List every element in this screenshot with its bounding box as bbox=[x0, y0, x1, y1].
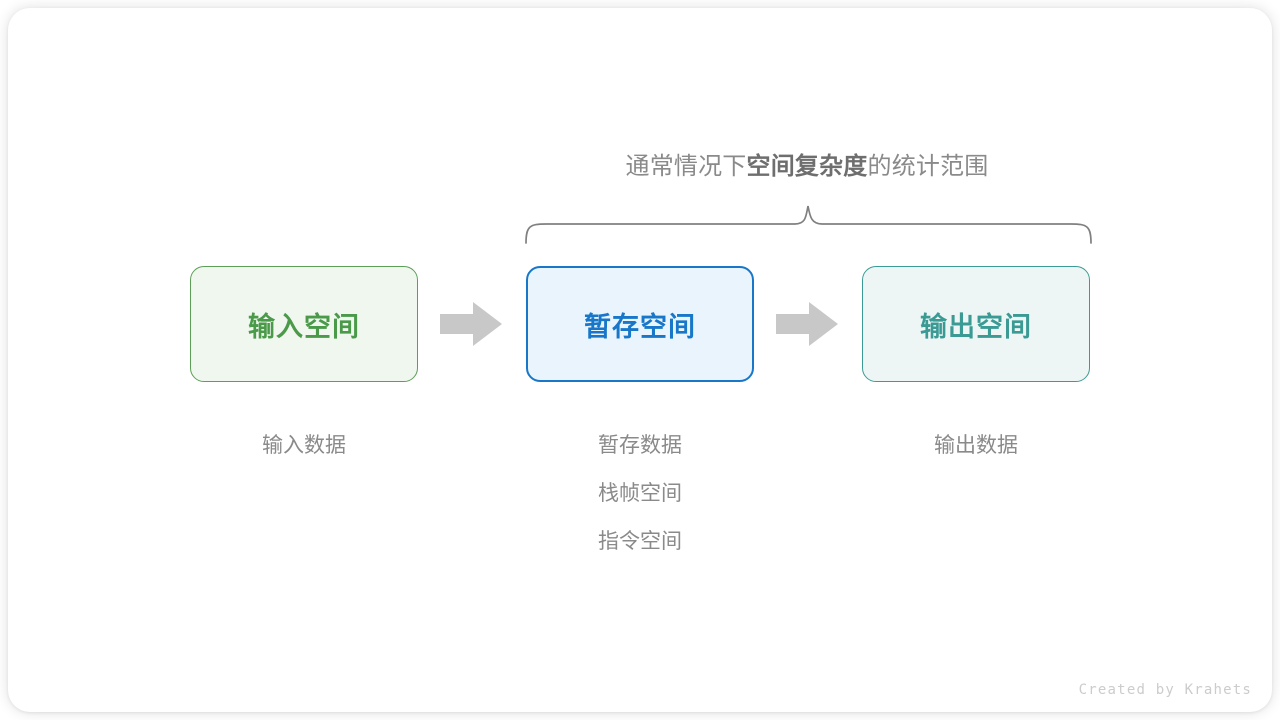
box-temp-space[interactable]: 暂存空间 bbox=[526, 266, 754, 382]
labels-temp-space: 暂存数据 栈帧空间 指令空间 bbox=[526, 422, 754, 566]
label-item: 输出数据 bbox=[934, 434, 1018, 457]
caption-emphasis: 空间复杂度 bbox=[746, 153, 868, 180]
box-temp-space-title: 暂存空间 bbox=[584, 311, 696, 342]
label-item: 指令空间 bbox=[598, 530, 682, 553]
arrow-right-icon bbox=[776, 302, 838, 346]
labels-input-space: 输入数据 bbox=[190, 422, 418, 470]
scope-brace-icon bbox=[525, 205, 1092, 244]
label-item: 暂存数据 bbox=[598, 434, 682, 457]
label-item: 栈帧空间 bbox=[598, 482, 682, 505]
caption-suffix: 的统计范围 bbox=[867, 153, 989, 180]
box-output-space[interactable]: 输出空间 bbox=[862, 266, 1090, 382]
box-output-space-title: 输出空间 bbox=[920, 311, 1032, 342]
label-item: 输入数据 bbox=[262, 434, 346, 457]
labels-output-space: 输出数据 bbox=[862, 422, 1090, 470]
caption-prefix: 通常情况下 bbox=[625, 153, 747, 180]
box-input-space-title: 输入空间 bbox=[248, 311, 360, 342]
author-signature: Created by Krahets bbox=[1078, 682, 1252, 698]
arrow-right-icon bbox=[440, 302, 502, 346]
brace-caption: 通常情况下空间复杂度的统计范围 bbox=[0, 146, 1280, 181]
brace-caption-text: 通常情况下空间复杂度的统计范围 bbox=[626, 146, 989, 181]
box-input-space[interactable]: 输入空间 bbox=[190, 266, 418, 382]
